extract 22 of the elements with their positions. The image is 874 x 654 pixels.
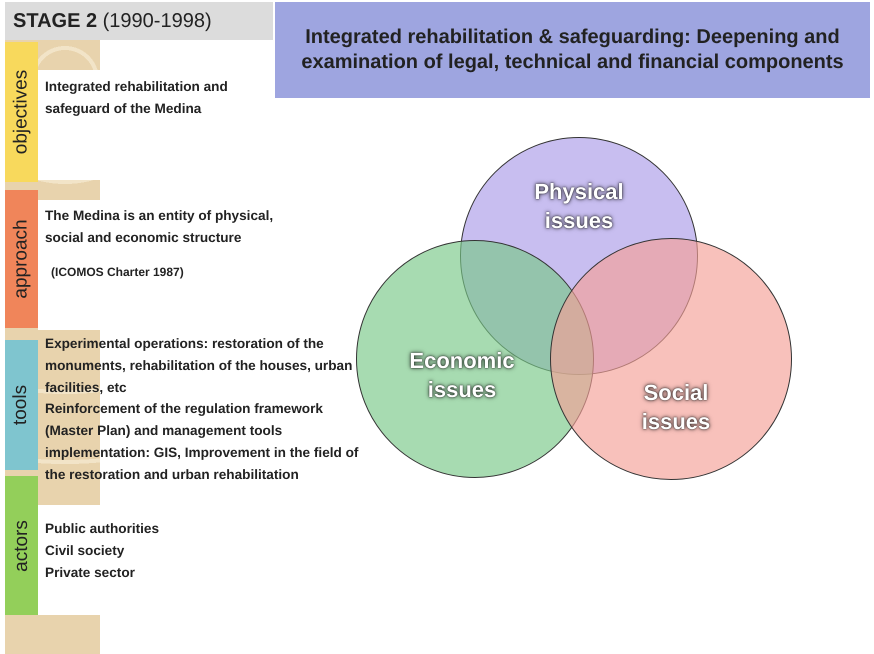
tab-label: actors bbox=[10, 520, 32, 572]
stage-title: STAGE 2 (1990-1998) bbox=[13, 10, 212, 32]
category-text: Civil society bbox=[45, 542, 126, 560]
category-tab bbox=[5, 476, 38, 615]
category-tab bbox=[5, 42, 38, 182]
tab-label: objectives bbox=[10, 70, 32, 154]
category-tab bbox=[5, 340, 38, 470]
category-text: Private sector bbox=[45, 564, 136, 582]
circle-label: Social issues bbox=[640, 379, 712, 436]
category-text: (ICOMOS Charter 1987) bbox=[50, 264, 185, 280]
category-text: The Medina is an entity of physical, social and economic structure bbox=[45, 207, 274, 247]
tab-label: approach bbox=[10, 219, 32, 299]
circle-label: Economic issues bbox=[408, 347, 516, 404]
heading-banner bbox=[275, 2, 870, 98]
category-text: Integrated rehabilitation and safeguard of the Medina bbox=[45, 78, 229, 118]
category-text: Reinforcement of the regulation framework (Master Plan) and management tools implementation: GIS, Improvement in the field of the restoration and urban rehabilitation bbox=[45, 400, 360, 484]
category-tab bbox=[5, 190, 38, 328]
circle-label: Physical issues bbox=[533, 178, 625, 235]
banner-heading: Integrated rehabilitation & safeguarding: Deepening and examination of legal, technical and financial components bbox=[300, 25, 845, 75]
tab-label: tools bbox=[10, 384, 32, 426]
category-text: Experimental operations: restoration of the monuments, rehabilitation of the houses, urban facilities, etc bbox=[45, 335, 354, 396]
category-text: Public authorities bbox=[45, 520, 160, 538]
